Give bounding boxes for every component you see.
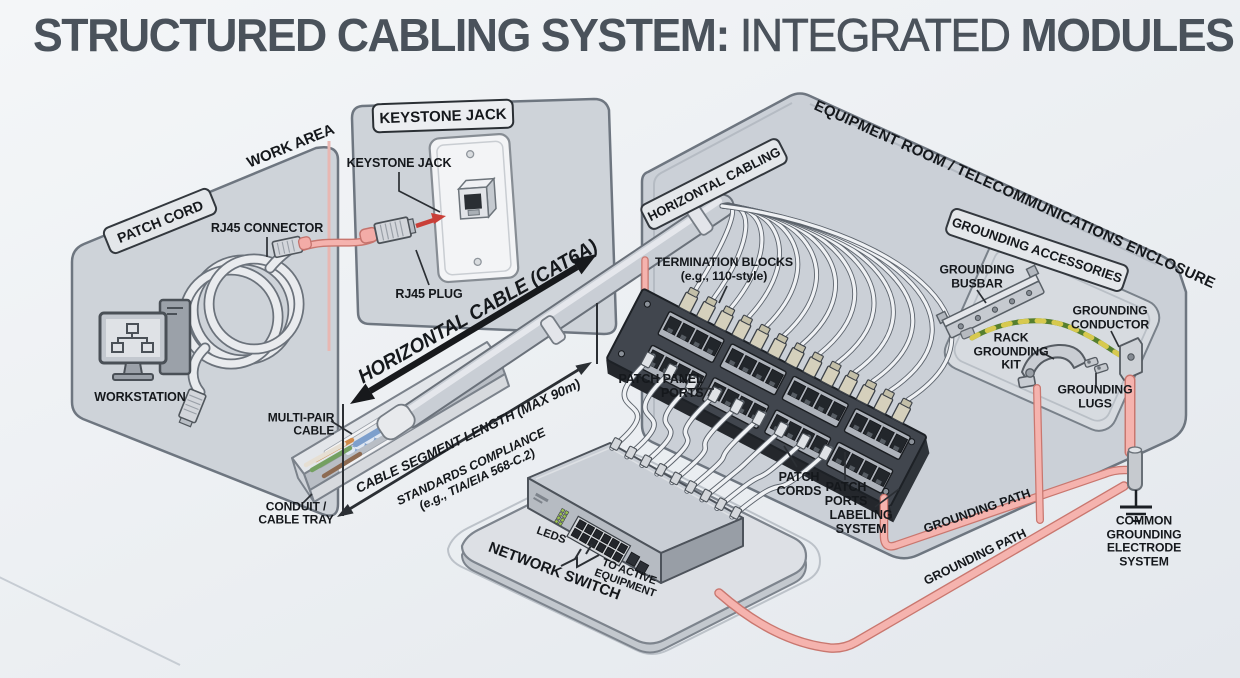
cable-sheath-cut: [376, 403, 416, 441]
patch-ports-label: PATCH PORTS: [824, 480, 868, 508]
grounding-path-2: [714, 481, 1129, 653]
keystone-jack-header: KEYSTONE JACK: [371, 98, 515, 134]
patch-cable-coil: [178, 253, 305, 370]
ground-symbol-icon: [1120, 490, 1152, 522]
horizontal-cable-tube: [376, 193, 735, 441]
network-switch: [527, 442, 744, 584]
title-part1: STRUCTURED CABLING SYSTEM:: [33, 9, 740, 61]
leds-indicator-icon: [560, 543, 600, 569]
leader-lines: [266, 172, 1120, 508]
rack-grounding-kit-label: RACK GROUNDING KIT: [973, 330, 1049, 372]
conduit-cable-tray-label: CONDUIT / CABLE TRAY: [258, 499, 334, 527]
switch-ports: [570, 519, 629, 563]
ground-rod: [1127, 446, 1143, 491]
termination-blocks-label: TERMINATION BLOCKS (e.g., 110-style): [654, 255, 794, 283]
grounding-lugs: [1083, 356, 1109, 374]
patch-cords-label: PATCH CORDS: [776, 470, 822, 498]
insert-arrow-icon: [415, 213, 446, 229]
switch-led-array: [553, 507, 570, 527]
grounding-bracket: [1119, 337, 1143, 381]
workstation-icon: [98, 298, 192, 381]
multi-pair-cable-label: MULTI-PAIR CABLE: [267, 410, 335, 438]
termination-blocks: [678, 286, 913, 424]
labeling-system-label: LABELING SYSTEM: [829, 508, 893, 536]
grounding-conductor-label: GROUNDING CONDUCTOR: [1070, 303, 1150, 331]
background-contour: [0, 576, 181, 666]
page-title: STRUCTURED CABLING SYSTEM: INTEGRATED MO…: [33, 8, 1235, 62]
title-part3: MODULES: [1020, 9, 1235, 61]
switch-front-face: [533, 492, 650, 576]
wall-plate: [428, 132, 520, 284]
rj45-connector-bottom: [178, 388, 207, 428]
workstation-label: WORKSTATION: [94, 390, 186, 404]
grounding-wire: [959, 318, 1127, 360]
rj45-connector-label: RJ45 CONNECTOR: [210, 221, 324, 235]
rj45-plug-label: RJ45 PLUG: [395, 287, 463, 301]
keystone-jack-module: [456, 176, 497, 220]
cable-collar: [540, 315, 566, 345]
grounding-path-1: [879, 465, 1137, 551]
rj45-plug: [359, 216, 417, 245]
grounding-busbar-label: GROUNDING BUSBAR: [939, 262, 1015, 290]
patch-cords: [609, 351, 834, 520]
grounding-lugs-label: GROUNDING LUGS: [1057, 382, 1133, 410]
grounding-ribbons: [1033, 374, 1136, 524]
grounding-busbar: [935, 264, 1045, 339]
horizontal-cabling-bundle: [693, 202, 955, 402]
rj45-connector-top: [271, 235, 312, 259]
patch-panel-ports-label: PATCH PANEL PORTS: [618, 372, 704, 400]
keystone-jack-label: KEYSTONE JACK: [346, 156, 452, 170]
length-arrow: [350, 254, 597, 404]
common-grounding-electrode-label: COMMON GROUNDING ELECTRODE SYSTEM: [1106, 513, 1182, 569]
title-part2: INTEGRATED: [739, 9, 1021, 62]
dimension-arrow: [337, 303, 598, 517]
